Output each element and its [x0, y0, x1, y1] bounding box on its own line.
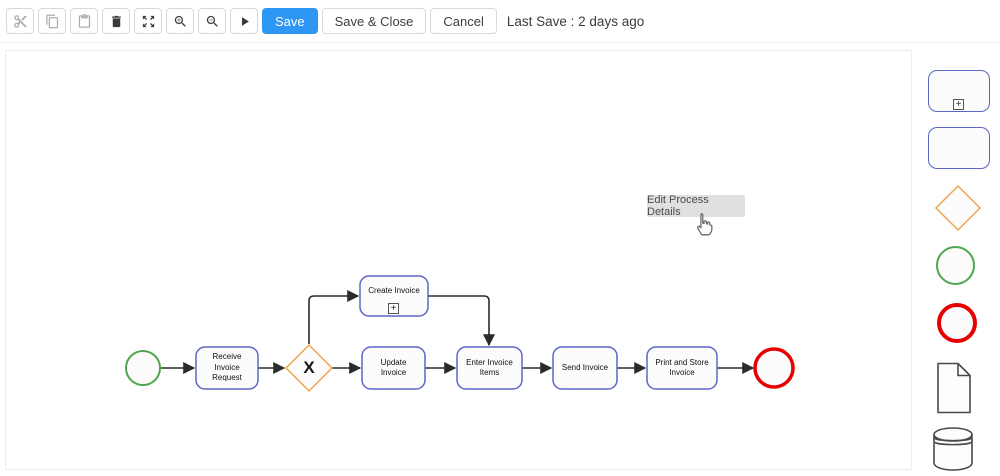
database-cylinder-icon — [933, 427, 973, 471]
paste-button[interactable] — [70, 8, 98, 34]
edit-process-tooltip: Edit Process Details — [647, 194, 745, 218]
zoom-out-button[interactable] — [198, 8, 226, 34]
palette-item-datastore[interactable] — [932, 426, 974, 472]
hand-cursor-icon — [697, 213, 713, 236]
trash-icon — [111, 15, 121, 27]
palette-item-gateway[interactable] — [934, 184, 982, 232]
copy-icon — [45, 14, 58, 28]
paste-icon — [78, 13, 90, 28]
copy-button[interactable] — [38, 8, 66, 34]
toolbar: Save Save & Close Cancel Last Save : 2 d… — [0, 0, 1000, 43]
zoom-in-button[interactable] — [166, 8, 194, 34]
save-button[interactable]: Save — [262, 8, 318, 34]
diagram-canvas[interactable] — [5, 50, 912, 470]
fit-screen-button[interactable] — [134, 8, 162, 34]
expand-arrows-icon — [142, 15, 154, 27]
cancel-button[interactable]: Cancel — [430, 8, 497, 34]
palette-item-end-event[interactable] — [937, 303, 977, 343]
zoom-out-icon — [206, 15, 218, 27]
gateway-diamond-icon — [934, 184, 982, 232]
document-fold-line — [957, 363, 970, 377]
play-icon — [241, 16, 249, 26]
cut-button[interactable] — [6, 8, 34, 34]
subprocess-plus-marker[interactable]: + — [388, 303, 399, 314]
document-icon — [937, 362, 971, 414]
subprocess-shape-icon: + — [953, 99, 964, 110]
scissors-icon — [13, 14, 27, 28]
palette-item-subprocess[interactable]: + — [928, 70, 990, 112]
palette-item-start-event[interactable] — [936, 246, 975, 285]
palette-item-document[interactable] — [936, 362, 972, 414]
zoom-in-icon — [174, 15, 186, 27]
last-save-text: Last Save : 2 days ago — [506, 13, 645, 29]
palette-item-task[interactable] — [928, 127, 990, 169]
save-and-close-button[interactable]: Save & Close — [321, 8, 427, 34]
run-button[interactable] — [230, 8, 258, 34]
delete-button[interactable] — [102, 8, 130, 34]
